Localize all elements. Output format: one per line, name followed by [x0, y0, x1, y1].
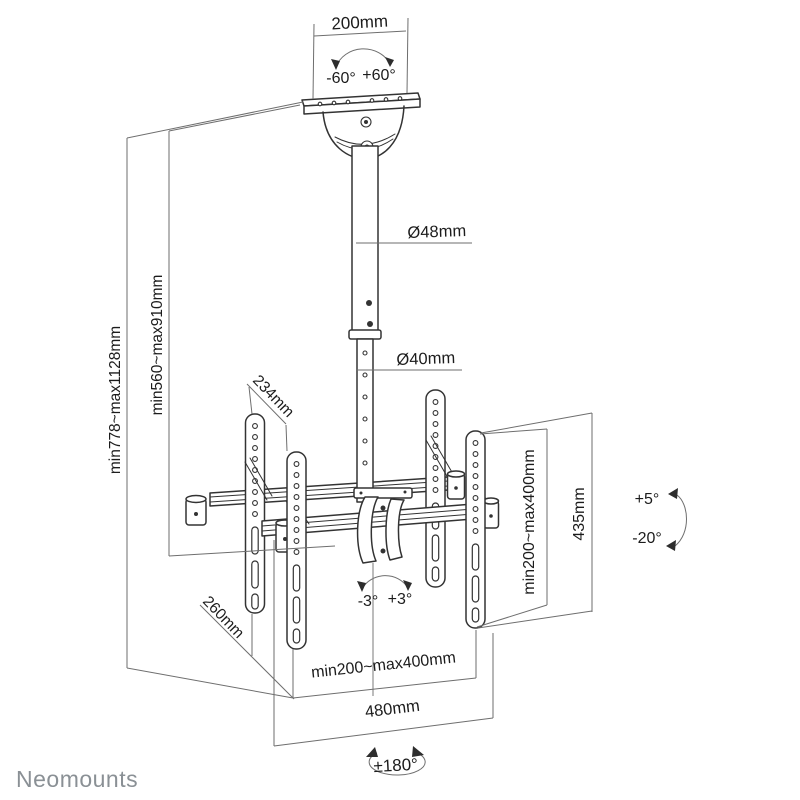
dim-label-vesa-width: min200~max400mm: [310, 649, 456, 681]
dim-top-width: 200mm: [312, 12, 409, 100]
dim-label-tilt-down: -20°: [632, 530, 662, 547]
dim-label-level-neg: -3°: [358, 593, 379, 610]
dim-label-pole-lower: Ø40mm: [396, 349, 455, 369]
ceiling-plate: [301, 92, 421, 115]
dim-tilt: +5° -20°: [632, 488, 687, 551]
dim-height-outer: min778~max1128mm: [107, 101, 304, 699]
dim-pole-lower-diameter: Ø40mm: [356, 349, 462, 371]
dim-label-bar-width: 480mm: [364, 697, 421, 722]
vesa-rail-front-left: [286, 451, 307, 650]
pole-clamp: [353, 487, 413, 564]
dim-label-top-width: 200mm: [331, 12, 389, 34]
dim-rotation: ±180°: [366, 746, 426, 776]
dim-pole-upper-diameter: Ø48mm: [356, 222, 472, 244]
dim-label-rotation: ±180°: [373, 755, 418, 776]
dim-vesa-width: min200~max400mm: [292, 630, 477, 699]
dim-label-swivel-neg: -60°: [326, 70, 356, 87]
dim-bar-width: 480mm: [273, 540, 494, 747]
dim-label-panel-height: 435mm: [571, 487, 588, 540]
dim-label-vesa-height: min200~max400mm: [521, 449, 538, 594]
telescopic-pole: [348, 145, 382, 503]
vesa-rail-front-right: [465, 430, 486, 629]
dim-label-swivel-pos: +60°: [362, 67, 396, 84]
dim-level: -3° +3°: [357, 575, 413, 610]
vesa-rail-back-right: [425, 389, 446, 588]
dim-label-tilt-up: +5°: [635, 491, 660, 508]
dim-panel-height: 435mm: [477, 412, 593, 629]
dim-label-pole-upper: Ø48mm: [407, 222, 466, 242]
dim-label-height-inner: min560~max910mm: [149, 275, 166, 416]
dim-swivel: -60° +60°: [326, 48, 396, 87]
dim-vesa-height: min200~max400mm: [476, 428, 548, 628]
dim-label-level-pos: +3°: [388, 591, 413, 608]
dim-height-inner: min560~max910mm: [149, 104, 336, 557]
vesa-rail-back-left: [244, 413, 266, 614]
dim-label-height-outer: min778~max1128mm: [107, 326, 124, 474]
dim-label-depth-bottom: 260mm: [199, 593, 247, 642]
brand-logo: Neomounts: [16, 766, 138, 792]
